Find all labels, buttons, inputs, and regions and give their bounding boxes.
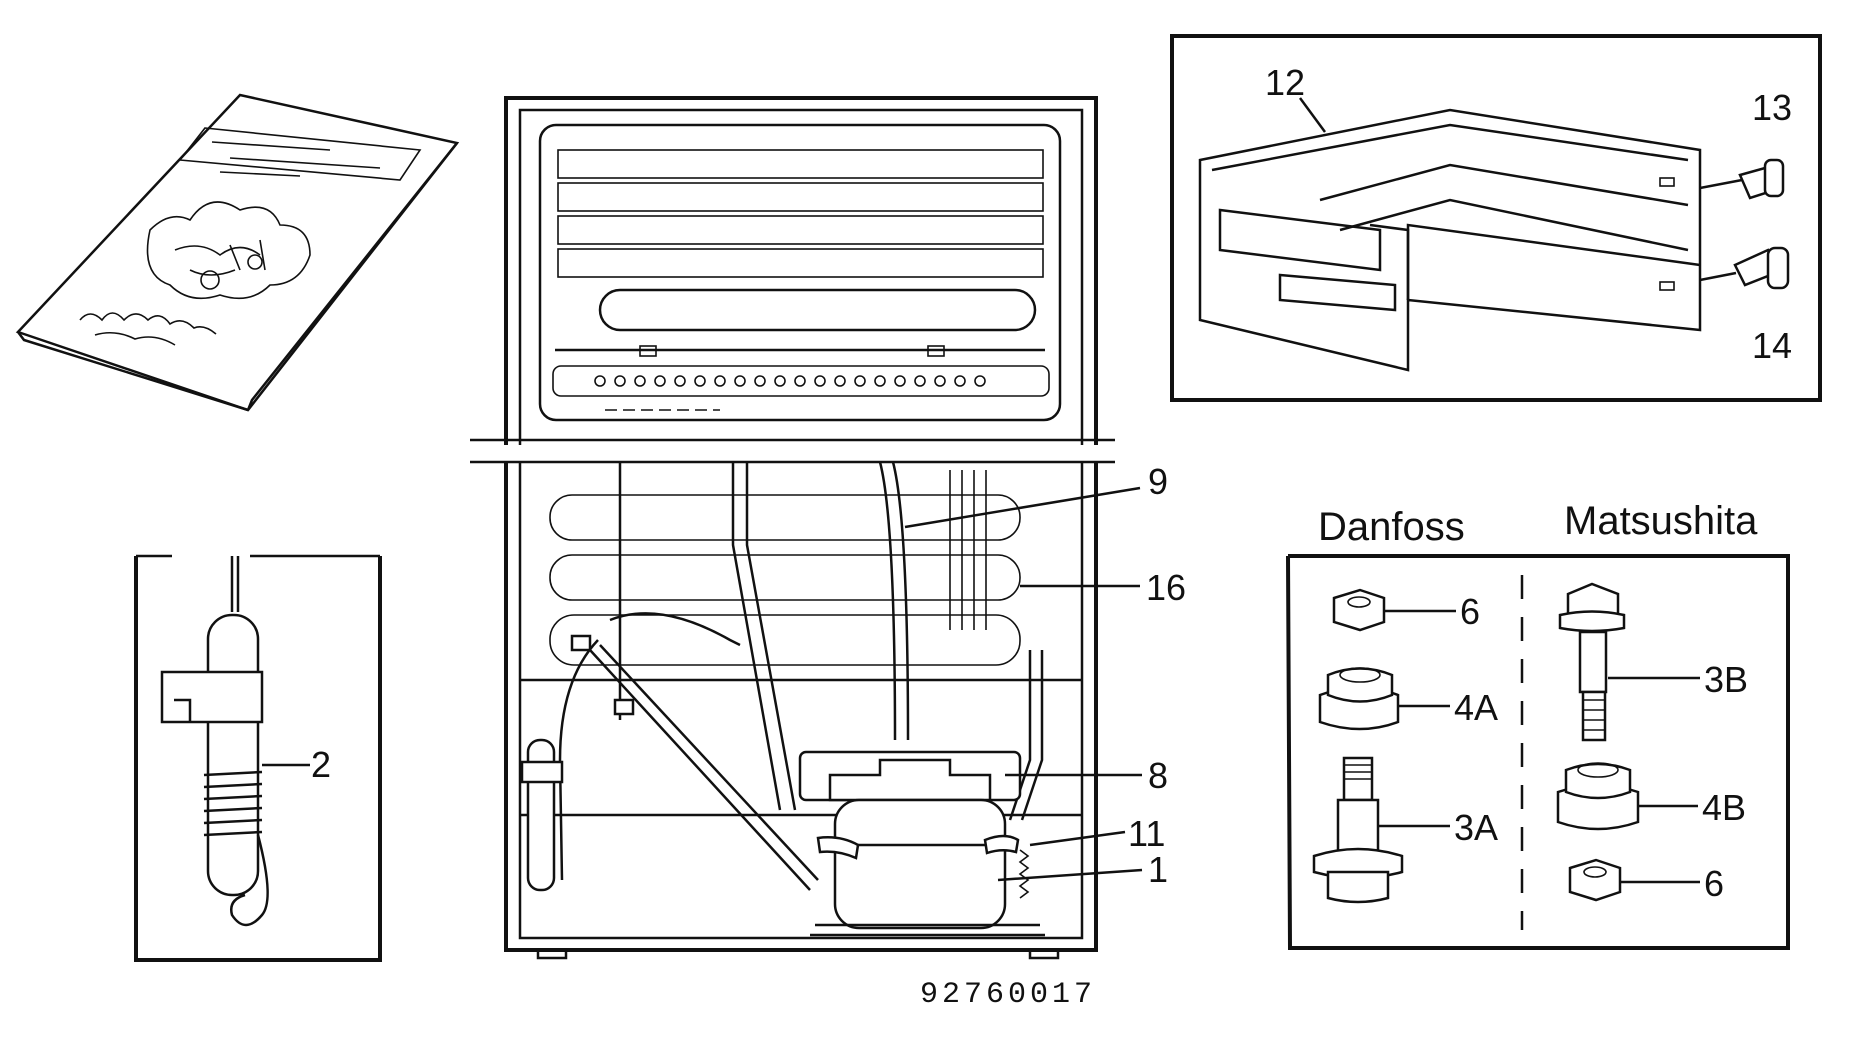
callout-14: 14 [1752,325,1792,366]
callout-16: 16 [1146,567,1186,608]
figure-code: 92760017 [920,978,1096,1012]
callout-6-danfoss: 6 [1460,591,1480,632]
callout-9: 9 [1148,461,1168,502]
drip-tray-panel: 12 13 14 [1170,34,1822,402]
matsushita-header: Matsushita [1564,499,1758,543]
callout-13: 13 [1752,87,1792,128]
sensor-clip-panel: 2 [134,554,382,962]
callout-11: 11 [1128,813,1165,854]
callout-2: 2 [311,744,331,785]
callout-12: 12 [1265,62,1305,103]
mounting-panel: 6 4A 3A 3B 4B [1286,554,1790,950]
manual-booklet-illustration [15,93,460,412]
callout-4a: 4A [1454,687,1498,728]
callout-3a: 3A [1454,807,1498,848]
callout-8: 8 [1148,755,1168,796]
evaporator-holes [594,375,986,387]
refrigerator-cabinet [470,96,1115,960]
callout-6-matsushita: 6 [1704,863,1724,904]
coil-windings [203,770,263,837]
danfoss-header: Danfoss [1318,505,1465,549]
callout-3b: 3B [1704,659,1748,700]
callout-4b: 4B [1702,787,1746,828]
callout-1: 1 [1148,849,1168,890]
